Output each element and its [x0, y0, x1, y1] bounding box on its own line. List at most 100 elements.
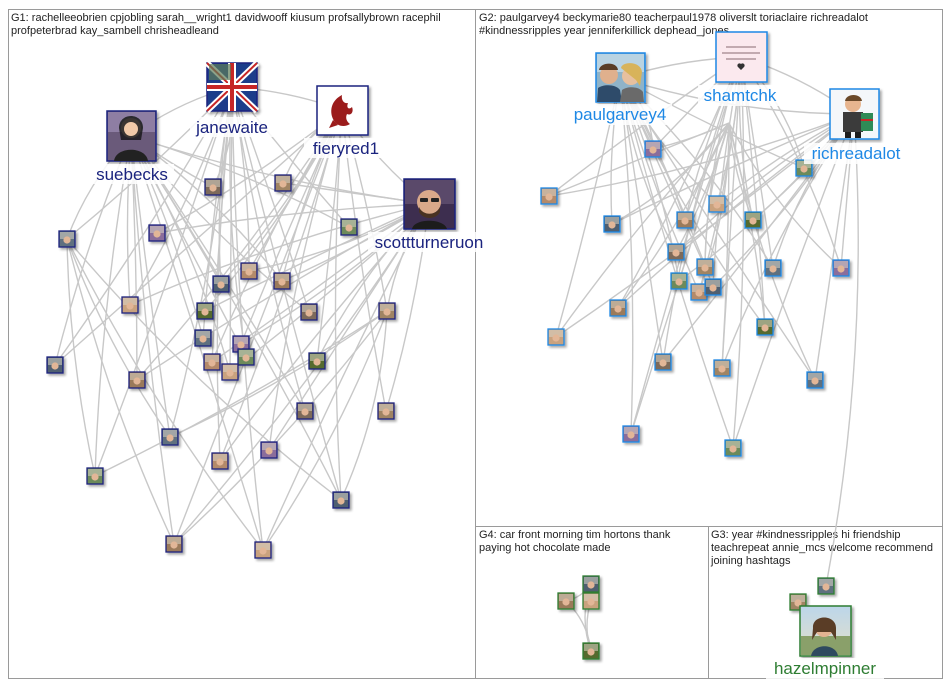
g4-user-avatar	[557, 592, 575, 610]
g2-user-avatar	[609, 299, 627, 317]
g2-user-avatar	[676, 211, 694, 229]
g2-user-avatar	[540, 187, 558, 205]
g2-edge	[729, 56, 745, 449]
g2-edge	[740, 56, 777, 269]
g2-edge	[611, 113, 855, 225]
g2-user-avatar	[708, 195, 726, 213]
g1-user-avatar	[378, 302, 396, 320]
g3-user-avatar	[817, 577, 835, 595]
g1-user-avatar	[211, 452, 229, 470]
suebecks-avatar	[106, 110, 157, 162]
g1-edge	[169, 310, 388, 438]
hazelmpinner-label: hazelmpinner	[774, 659, 876, 678]
g1-user-avatar	[308, 352, 326, 370]
g1-user-avatar	[58, 230, 76, 248]
g1-user-avatar	[196, 302, 214, 320]
g2-edge	[548, 113, 855, 199]
g1-user-avatar	[232, 335, 250, 353]
g2-user-avatar	[713, 359, 731, 377]
g4-user-avatar	[582, 575, 600, 593]
g1-edge	[94, 310, 388, 477]
nodes	[46, 140, 850, 660]
g1-edge	[156, 203, 430, 236]
g1-edge	[204, 203, 430, 312]
g2-user-avatar	[724, 439, 742, 457]
g1-edge	[173, 203, 430, 545]
g1-edge	[66, 238, 175, 545]
g1-user-avatar	[161, 428, 179, 446]
g1-edge	[340, 310, 388, 501]
g1-user-avatar	[377, 402, 395, 420]
hub-images	[106, 31, 880, 657]
g1-user-avatar	[237, 348, 255, 366]
scottturneruon-label-bg	[368, 232, 490, 252]
janewaite-label: janewaite	[195, 118, 268, 137]
janewaite-avatar	[204, 60, 260, 114]
g2-user-avatar	[670, 272, 688, 290]
g2-user-avatar	[806, 371, 824, 389]
g2-user-avatar	[764, 259, 782, 277]
g1-user-avatar	[165, 535, 183, 553]
g2-edge	[611, 122, 730, 225]
g2-edge	[555, 122, 730, 338]
g4-user-avatar	[582, 642, 600, 660]
g2-user-avatar	[603, 215, 621, 233]
g1-edge	[66, 238, 98, 477]
g2-user-avatar	[547, 328, 565, 346]
suebecks-label: suebecks	[96, 165, 168, 184]
g1-user-avatar	[296, 402, 314, 420]
suebecks-label-bg	[90, 164, 174, 184]
g2-user-avatar	[667, 243, 685, 261]
g1-user-avatar	[260, 441, 278, 459]
g1-user-avatar	[273, 272, 291, 290]
richreadalot-label: richreadalot	[812, 144, 901, 163]
g2-user-avatar	[696, 258, 714, 276]
g1-edge	[334, 109, 345, 501]
hazelmpinner-label-bg	[766, 658, 884, 679]
g2-user-avatar	[704, 278, 722, 296]
g1-edge	[129, 86, 233, 306]
g1-edge	[231, 86, 311, 313]
shamtchk-label: shamtchk	[704, 86, 777, 105]
janewaite-label-bg	[190, 117, 275, 137]
g2-edge	[728, 122, 842, 269]
g2-user-avatar	[622, 425, 640, 443]
g2-edge	[718, 122, 730, 369]
g1-user-avatar	[240, 262, 258, 280]
fieryred1-label: fieryred1	[313, 139, 379, 158]
hazelmpinner-avatar	[799, 605, 852, 657]
g1-edge	[231, 86, 344, 501]
g2-edge	[619, 77, 735, 449]
g1-edge	[66, 238, 342, 501]
g2-user-avatar	[690, 283, 708, 301]
fieryred1-logo	[316, 85, 369, 136]
g1-edge	[173, 310, 388, 545]
shamtchk-avatar	[715, 31, 768, 83]
g1-user-avatar	[203, 353, 221, 371]
g4-user-avatar	[582, 592, 600, 610]
g1-user-avatar	[254, 541, 272, 559]
g3-header: G3: year #kindnessripples hi friendship …	[711, 529, 933, 567]
g1-edge	[231, 86, 267, 551]
g1-user-avatar	[121, 296, 139, 314]
g1-user-avatar	[274, 174, 292, 192]
g2-user-avatar	[832, 259, 850, 277]
g2-user-avatar	[756, 318, 774, 336]
fieryred1-label-bg	[304, 138, 388, 158]
g1-user-avatar	[86, 467, 104, 485]
g1-edge	[129, 203, 430, 306]
hub-labels: janewaite fieryred1 suebecks scottturner…	[90, 85, 908, 679]
edges	[52, 53, 859, 652]
g1-user-avatar	[148, 224, 166, 242]
g2-edge	[617, 113, 855, 309]
paulgarvey4-label-bg	[568, 104, 672, 125]
g1-user-avatar	[46, 356, 64, 374]
g1-user-avatar	[340, 218, 358, 236]
scottturneruon-avatar	[403, 178, 456, 230]
g1-user-avatar	[221, 363, 239, 381]
g3-user-avatar	[789, 593, 807, 611]
shamtchk-label-bg	[698, 85, 782, 106]
g1-edge	[262, 310, 388, 551]
g1-edge	[93, 86, 233, 477]
